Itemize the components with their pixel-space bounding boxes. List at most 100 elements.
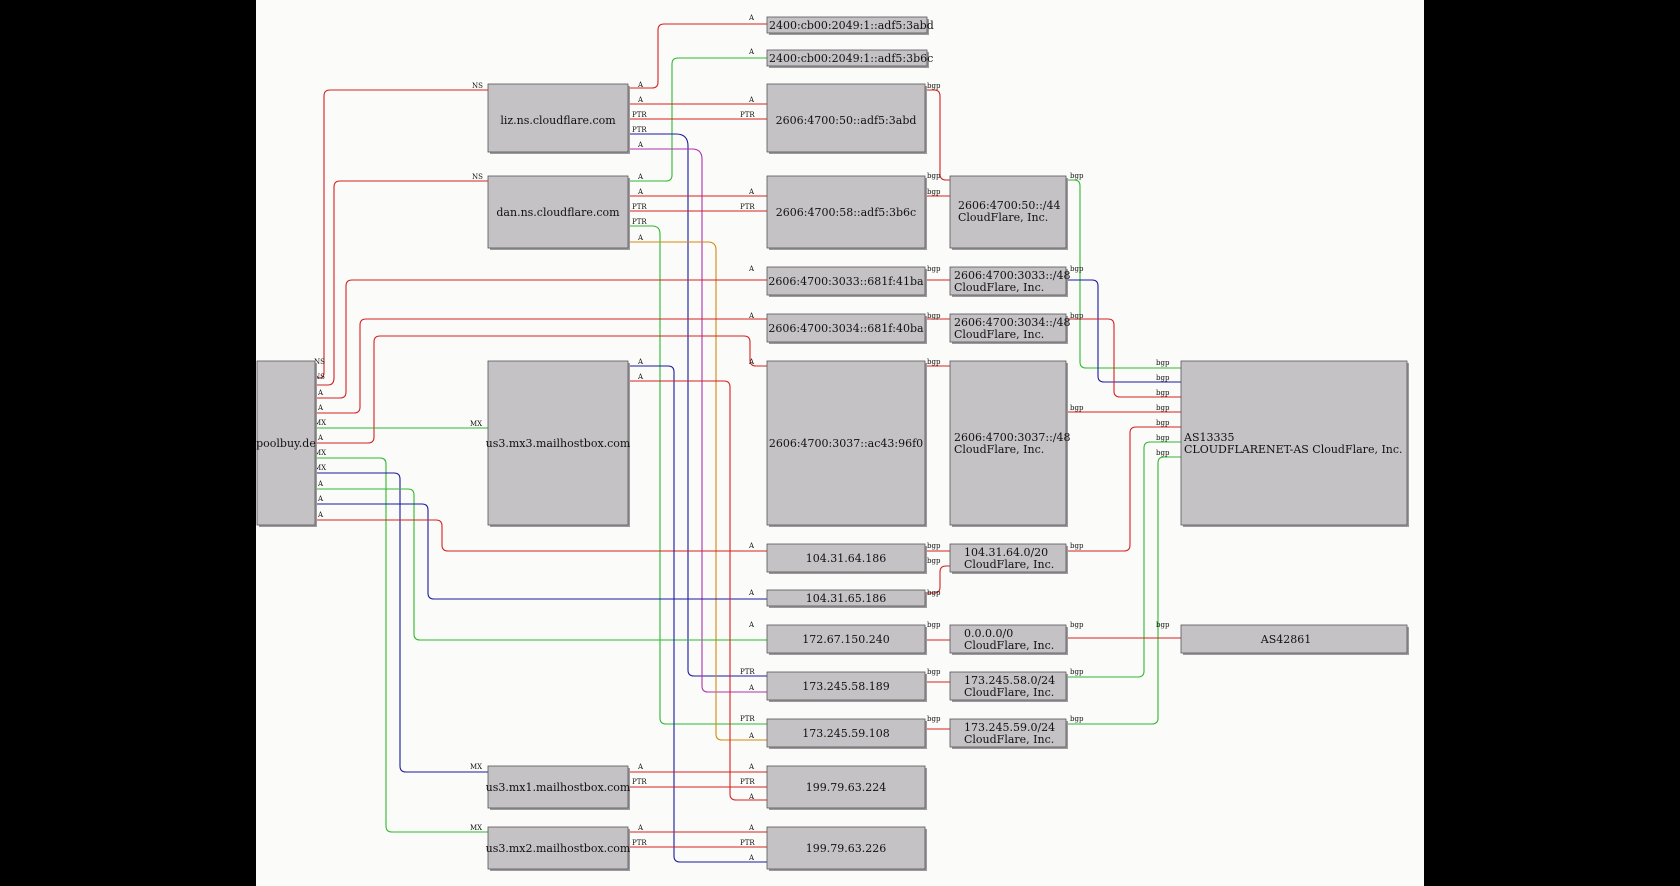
edge-ns-dan xyxy=(312,180,488,386)
label-a: A xyxy=(748,763,755,771)
edge-poolbuy-a-3037 xyxy=(312,335,767,444)
label-a: A xyxy=(748,312,755,320)
label-bgp: bgp xyxy=(1070,621,1084,629)
label-mx: MX xyxy=(314,419,326,427)
node-label: 104.31.65.186 xyxy=(806,592,886,605)
label-a: A xyxy=(748,793,755,801)
node-mx3[interactable]: us3.mx3.mailhostbox.com xyxy=(486,360,631,527)
label-bgp: bgp xyxy=(927,557,941,565)
node-ip4-226[interactable]: 199.79.63.226 xyxy=(766,826,927,871)
node-net-50[interactable]: 2606:4700:50::/44 CloudFlare, Inc. xyxy=(949,175,1068,250)
edge-dan-a-ip4-59 xyxy=(630,241,767,741)
node-mx1[interactable]: us3.mx1.mailhostbox.com xyxy=(486,765,631,810)
node-label: CloudFlare, Inc. xyxy=(958,211,1048,224)
node-label: 104.31.64.186 xyxy=(806,552,886,565)
node-liz[interactable]: liz.ns.cloudflare.com xyxy=(487,83,630,154)
node-ip4-224[interactable]: 199.79.63.224 xyxy=(766,765,927,810)
node-label: 2606:4700:50::adf5:3abd xyxy=(776,114,917,127)
label-bgp: bgp xyxy=(1156,621,1170,629)
edge-mx3-a-224 xyxy=(630,380,767,801)
label-a: A xyxy=(748,14,755,22)
node-ip6-abd-glue[interactable]: 2400:cb00:2049:1::adf5:3abd xyxy=(766,16,934,35)
edge-as-net-58 xyxy=(1068,441,1181,678)
label-bgp: bgp xyxy=(1156,374,1170,382)
label-bgp: bgp xyxy=(1070,312,1084,320)
edge-bgp-65 xyxy=(926,565,950,594)
node-ip4-58[interactable]: 173.245.58.189 xyxy=(766,671,927,702)
label-bgp: bgp xyxy=(927,542,941,550)
label-bgp: bgp xyxy=(1156,419,1170,427)
label-ptr: PTR xyxy=(740,778,755,786)
label-a: A xyxy=(637,763,644,771)
edge-dan-ptr-ip4-59 xyxy=(630,225,767,725)
node-ip6-50[interactable]: 2606:4700:50::adf5:3abd xyxy=(766,83,927,154)
label-bgp: bgp xyxy=(1156,359,1170,367)
node-dan[interactable]: dan.ns.cloudflare.com xyxy=(487,175,630,250)
node-ip6-3037[interactable]: 2606:4700:3037::ac43:96f0 xyxy=(766,360,927,527)
node-label: 2606:4700:3033::/48 xyxy=(954,269,1071,282)
node-net-59[interactable]: 173.245.59.0/24 CloudFlare, Inc. xyxy=(949,718,1068,749)
label-ptr: PTR xyxy=(740,668,755,676)
node-label: 2606:4700:3037::ac43:96f0 xyxy=(769,437,923,450)
edge-liz-a-abd xyxy=(630,23,767,89)
label-a: A xyxy=(637,373,644,381)
node-poolbuy[interactable]: poolbuy.de xyxy=(256,360,317,527)
node-label: 2606:4700:50::/44 xyxy=(958,199,1061,212)
label-a: A xyxy=(748,854,755,862)
node-label: 173.245.59.0/24 xyxy=(964,721,1055,734)
label-mx: MX xyxy=(470,420,482,428)
node-as13335[interactable]: AS13335 CLOUDFLARENET-AS CloudFlare, Inc… xyxy=(1180,360,1409,527)
label-bgp: bgp xyxy=(1070,265,1084,273)
node-net-3037[interactable]: 2606:4700:3037::/48 CloudFlare, Inc. xyxy=(949,360,1071,527)
label-a: A xyxy=(317,389,324,397)
label-bgp: bgp xyxy=(927,668,941,676)
label-a: A xyxy=(637,81,644,89)
nodes: 2400:cb00:2049:1::adf5:3abd 2400:cb00:20… xyxy=(256,16,1409,871)
node-net-104[interactable]: 104.31.64.0/20 CloudFlare, Inc. xyxy=(949,543,1068,574)
diagram-canvas: NS NS A A A A PTR PTR A A PTR A A PTR PT… xyxy=(256,0,1424,886)
node-ip6-3034[interactable]: 2606:4700:3034::681f:40ba xyxy=(766,313,927,344)
label-ptr: PTR xyxy=(632,111,647,119)
label-ns: NS xyxy=(472,82,483,90)
node-label: 2606:4700:3033::681f:41ba xyxy=(768,275,924,288)
edge-as-net-59 xyxy=(1068,456,1181,725)
node-net-3033[interactable]: 2606:4700:3033::/48 CloudFlare, Inc. xyxy=(949,266,1071,297)
edge-poolbuy-a-65 xyxy=(312,503,767,600)
label-bgp: bgp xyxy=(1156,434,1170,442)
node-as42861[interactable]: AS42861 xyxy=(1180,624,1409,655)
label-mx: MX xyxy=(470,824,482,832)
node-label: 173.245.58.189 xyxy=(802,680,889,693)
edge-as-net-3033 xyxy=(1068,279,1181,383)
edge-poolbuy-mx-mx2 xyxy=(312,457,488,833)
label-ptr: PTR xyxy=(740,203,755,211)
label-ptr: PTR xyxy=(740,111,755,119)
node-ip4-172[interactable]: 172.67.150.240 xyxy=(766,624,927,655)
node-ip4-186[interactable]: 104.31.64.186 xyxy=(766,543,927,574)
node-ip6-b6c-glue[interactable]: 2400:cb00:2049:1::adf5:3b6c xyxy=(766,49,933,68)
node-label: CloudFlare, Inc. xyxy=(964,558,1054,571)
label-ptr: PTR xyxy=(632,126,647,134)
label-bgp: bgp xyxy=(1156,389,1170,397)
edge-poolbuy-a-172 xyxy=(312,488,767,641)
node-ip6-3033[interactable]: 2606:4700:3033::681f:41ba xyxy=(766,266,927,297)
label-ns: NS xyxy=(472,173,483,181)
node-net-0[interactable]: 0.0.0.0/0 CloudFlare, Inc. xyxy=(949,624,1068,655)
node-net-58[interactable]: 173.245.58.0/24 CloudFlare, Inc. xyxy=(949,671,1068,702)
label-a: A xyxy=(317,404,324,412)
node-label: 173.245.59.108 xyxy=(802,727,889,740)
node-net-3034[interactable]: 2606:4700:3034::/48 CloudFlare, Inc. xyxy=(949,313,1071,344)
label-ptr: PTR xyxy=(632,218,647,226)
edges xyxy=(312,23,1181,863)
label-ptr: PTR xyxy=(740,839,755,847)
node-ip4-65[interactable]: 104.31.65.186 xyxy=(766,589,927,608)
label-bgp: bgp xyxy=(1156,449,1170,457)
node-label: CloudFlare, Inc. xyxy=(954,443,1044,456)
node-mx2[interactable]: us3.mx2.mailhostbox.com xyxy=(486,826,631,871)
label-ns: NS xyxy=(314,358,325,366)
node-ip4-59[interactable]: 173.245.59.108 xyxy=(766,718,927,749)
label-a: A xyxy=(748,188,755,196)
node-label: CloudFlare, Inc. xyxy=(964,733,1054,746)
label-bgp: bgp xyxy=(927,312,941,320)
node-ip6-58[interactable]: 2606:4700:58::adf5:3b6c xyxy=(766,175,927,250)
label-a: A xyxy=(317,480,324,488)
